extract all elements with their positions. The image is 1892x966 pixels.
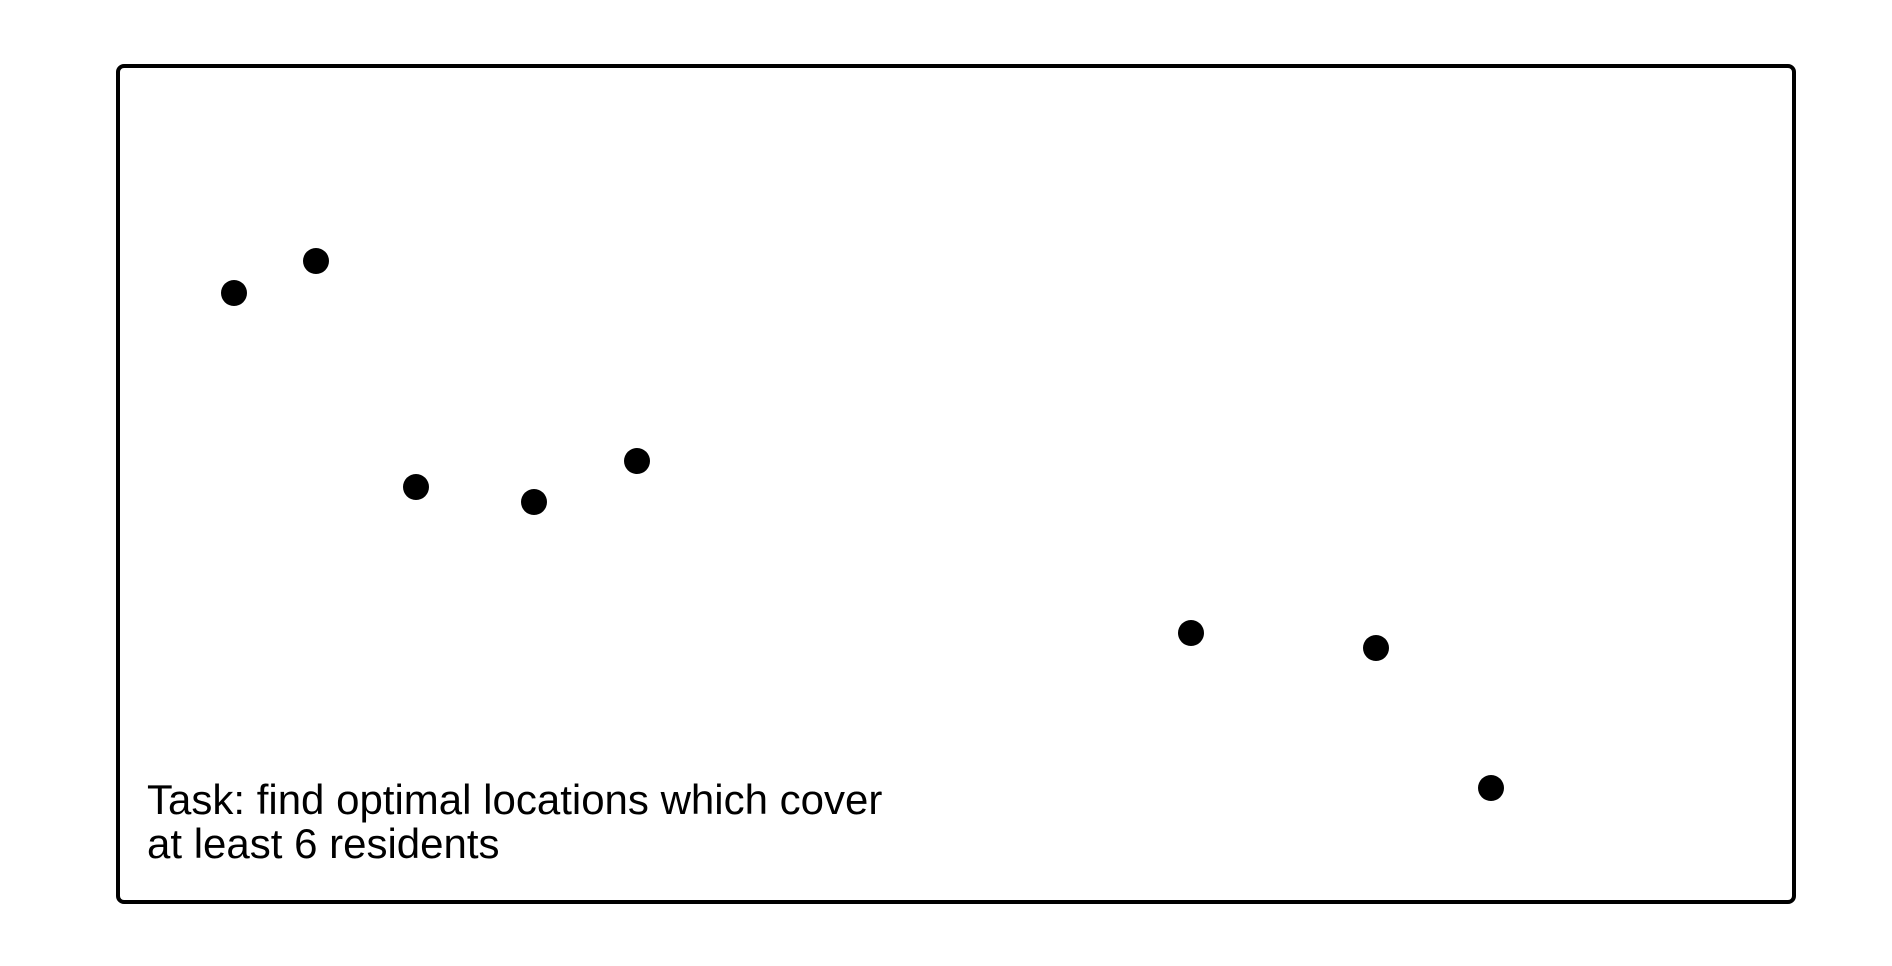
- resident-dot-4: [521, 489, 547, 515]
- resident-dot-7: [1363, 635, 1389, 661]
- resident-dot-2: [303, 248, 329, 274]
- resident-dot-6: [1178, 620, 1204, 646]
- task-line-2: at least 6 residents: [147, 820, 500, 868]
- task-description: Task: find optimal locations which cover…: [147, 776, 967, 868]
- resident-dot-3: [403, 474, 429, 500]
- resident-dot-1: [221, 280, 247, 306]
- resident-dot-8: [1478, 775, 1504, 801]
- task-line-1: Task: find optimal locations which cover: [147, 776, 883, 823]
- resident-dot-5: [624, 448, 650, 474]
- map-frame: [116, 64, 1796, 904]
